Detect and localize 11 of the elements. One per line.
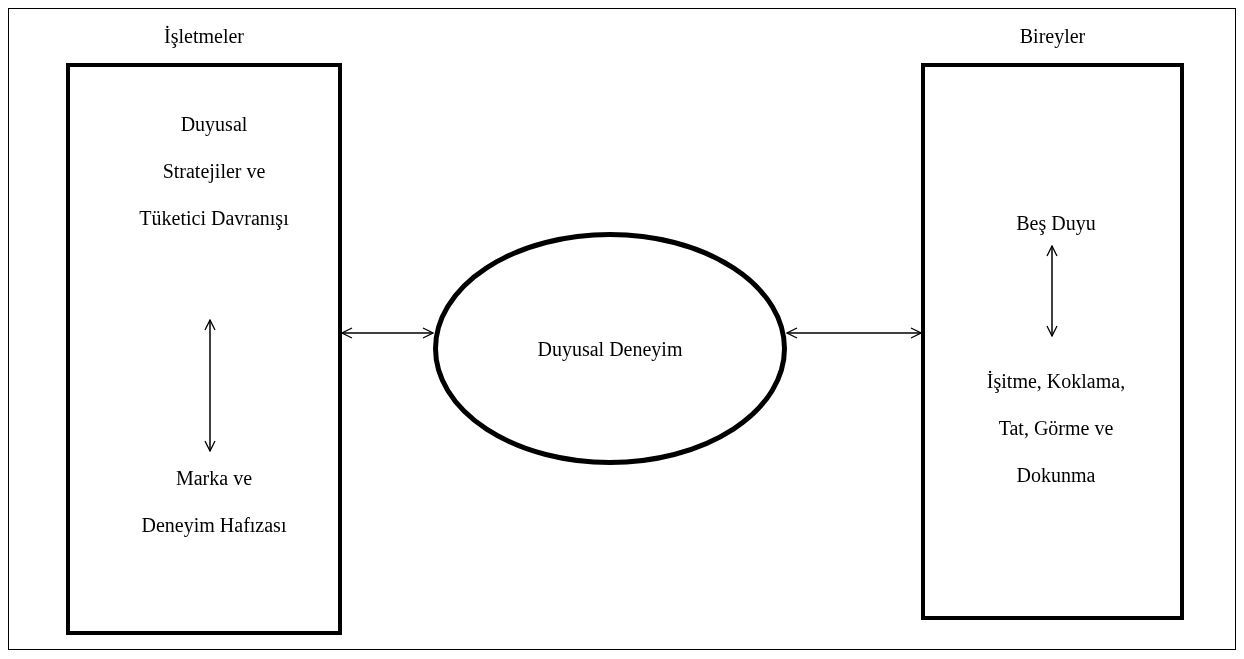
double-arrow: [204, 319, 216, 452]
double-arrow: [1046, 245, 1058, 337]
box-heading: Bireyler: [1019, 24, 1086, 50]
node-text: Beş Duyu: [1015, 211, 1097, 237]
double-arrow: [341, 327, 434, 339]
node-text: İşitme, Koklama, Tat, Görme ve Dokunma: [986, 369, 1126, 488]
box-heading: İşletmeler: [164, 24, 244, 50]
node-text: Marka ve Deneyim Hafızası: [140, 466, 288, 539]
double-arrow: [786, 327, 922, 339]
ellipse-label: Duyusal Deneyim: [537, 336, 683, 363]
node-text: Duyusal Stratejiler ve Tüketici Davranışı: [139, 112, 289, 232]
